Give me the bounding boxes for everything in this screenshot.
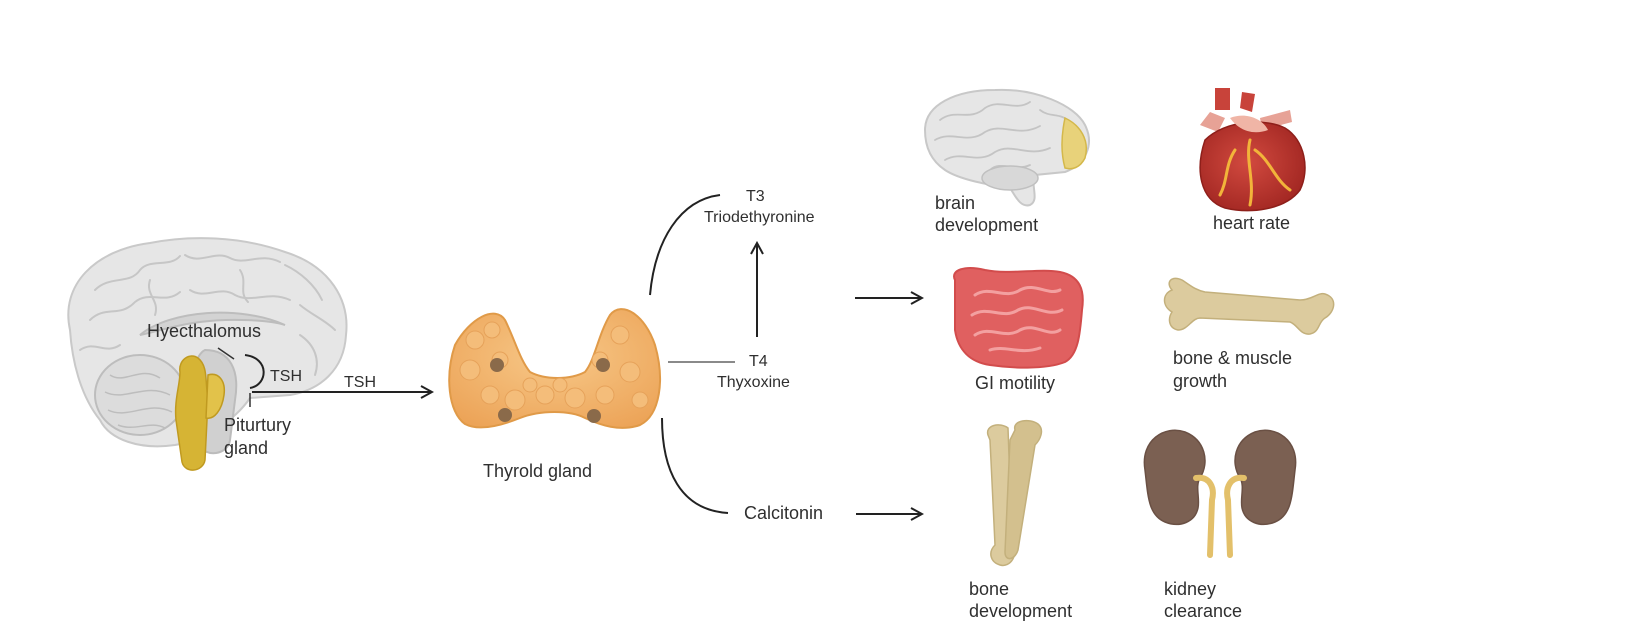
- hypothalamus-label: Hyecthalomus: [147, 321, 262, 341]
- leg-bones-icon: [986, 419, 1043, 567]
- bone-development-label-line1: bone: [969, 579, 1010, 599]
- kidneys-icon: [1143, 429, 1297, 558]
- bone-muscle-label-line2: growth: [1173, 371, 1228, 391]
- tsh-arrow-label: TSH: [344, 374, 376, 391]
- long-bone-icon: [1163, 277, 1335, 335]
- kidney-clearance-label-line2: clearance: [1164, 601, 1243, 621]
- calcitonin-label: Calcitonin: [744, 503, 824, 523]
- t3-code-label: T3: [746, 188, 765, 205]
- heart-icon: [1199, 88, 1306, 212]
- brain-development-label-line1: brain: [935, 193, 976, 213]
- heart-rate-label: heart rate: [1213, 213, 1291, 233]
- t4-code-label: T4: [749, 353, 768, 370]
- pituitary-label-line2: gland: [224, 438, 269, 458]
- tsh-small-label: TSH: [270, 368, 302, 385]
- pituitary-gland-icon: [174, 355, 226, 471]
- intestine-icon: [953, 267, 1084, 369]
- bone-development-label-line2: development: [969, 601, 1073, 621]
- thyroid-label: Thyrold gland: [483, 461, 593, 481]
- bone-muscle-label-line1: bone & muscle: [1173, 348, 1293, 368]
- gi-motility-label: GI motility: [975, 373, 1056, 393]
- thyroid-gland-icon: [448, 308, 661, 429]
- t3-name-label: Triodethyronine: [704, 209, 815, 226]
- kidney-clearance-label-line1: kidney: [1164, 579, 1217, 599]
- t4-name-label: Thyxoxine: [717, 374, 790, 391]
- brain-icon: [923, 88, 1090, 207]
- pituitary-label-line1: Piturtury: [224, 415, 292, 435]
- brain-development-label-line2: development: [935, 215, 1039, 235]
